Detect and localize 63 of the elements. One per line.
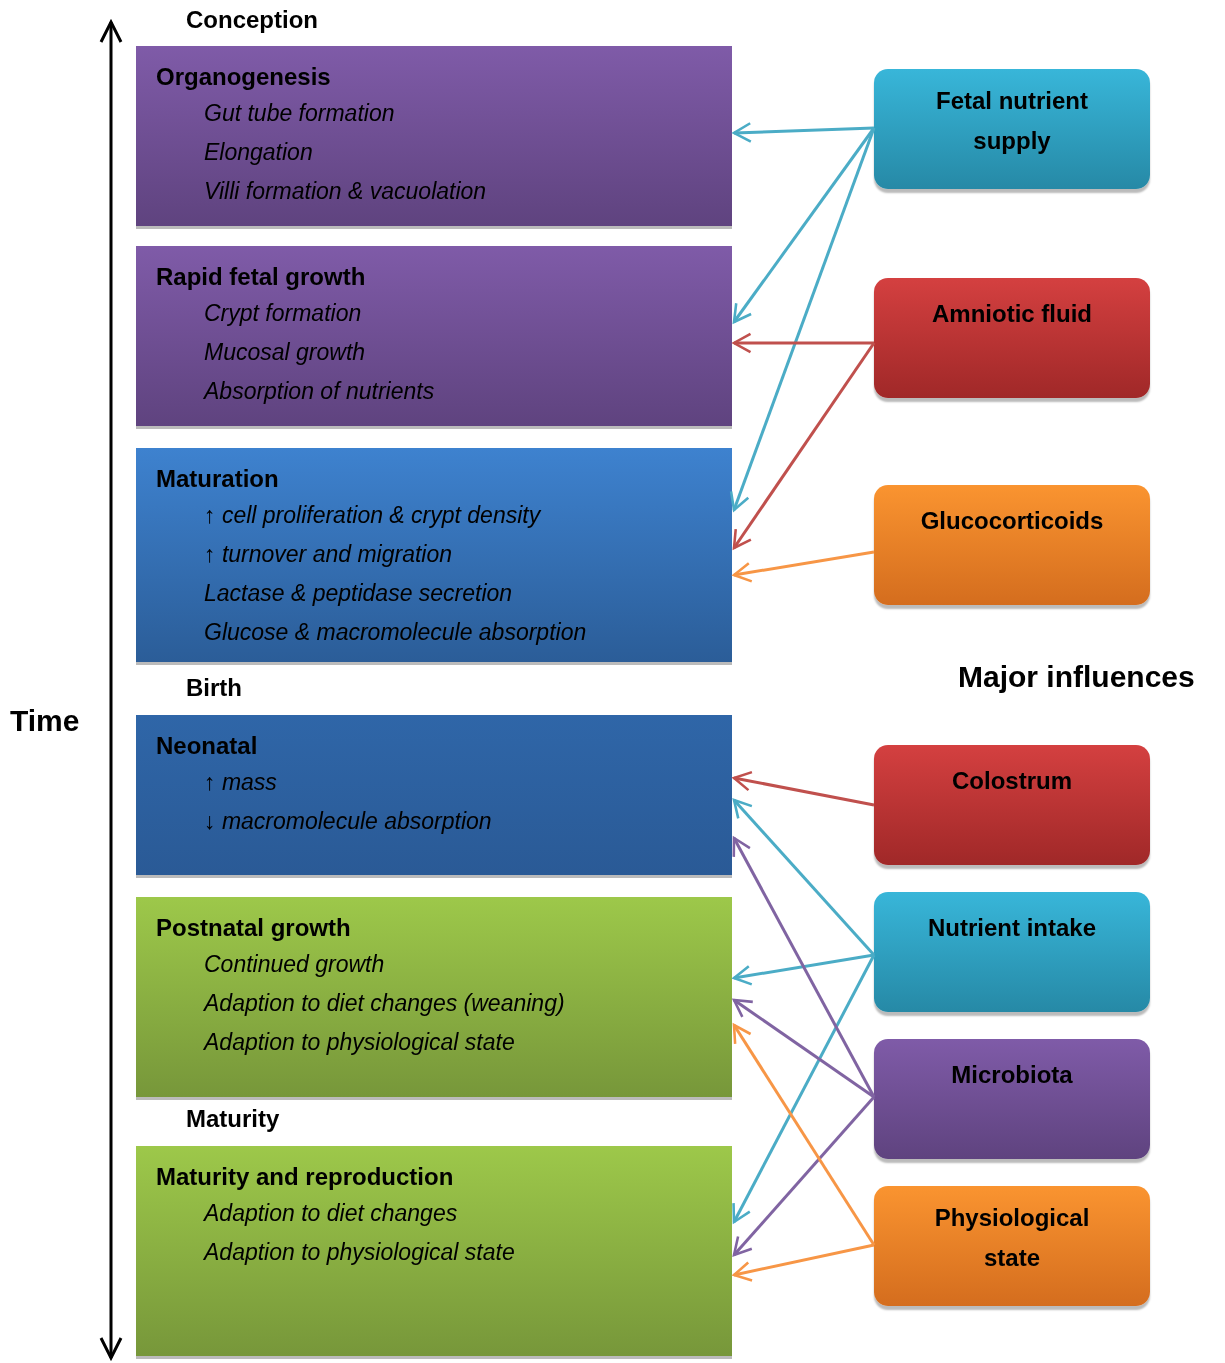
stage-box (136, 715, 732, 875)
influence-box (874, 1186, 1150, 1306)
arrow (732, 770, 875, 807)
influence-label: Amniotic fluid (931, 299, 1093, 329)
stage-title: Organogenesis (156, 62, 331, 92)
arrow (732, 332, 874, 354)
stage-title: Rapid fetal growth (156, 262, 366, 292)
stage-box (136, 46, 732, 226)
stage-item: ↓ macromolecule absorption (204, 807, 492, 836)
arrow (732, 121, 875, 143)
stage-title: Neonatal (156, 731, 258, 761)
arrow (732, 798, 876, 956)
stage-box (136, 246, 732, 426)
section-heading: Major influences (958, 660, 1195, 694)
arrow (732, 1243, 875, 1282)
arrow (732, 1096, 876, 1257)
stage-item: Adaption to physiological state (204, 1028, 515, 1057)
influence-label: Microbiota (950, 1060, 1074, 1090)
arrow (732, 1023, 876, 1246)
influence-box (874, 485, 1150, 605)
stage-item: Mucosal growth (204, 338, 366, 367)
milestone-label: Birth (186, 674, 242, 702)
influence-label: Glucocorticoids (919, 506, 1105, 536)
influence-label: Colostrum (951, 766, 1073, 796)
influence-label: Nutrient intake (927, 913, 1097, 943)
influence-box (874, 745, 1150, 865)
stage-title: Maturation (156, 464, 279, 494)
arrow (732, 953, 875, 986)
arrow (732, 127, 876, 324)
arrow (732, 550, 875, 583)
stage-item: ↑ mass (204, 768, 277, 797)
stage-item: Lactase & peptidase secretion (204, 579, 513, 608)
stage-title: Postnatal growth (156, 913, 351, 943)
influence-box (874, 1039, 1150, 1159)
stage-box (136, 448, 732, 662)
stage-title: Maturity and reproduction (156, 1162, 454, 1192)
milestone-label: Conception (186, 6, 318, 34)
axis-label: Time (10, 704, 80, 738)
stage-item: Crypt formation (204, 299, 362, 328)
influence-label: Physiological state (933, 1203, 1091, 1273)
stage-item: Elongation (204, 138, 313, 167)
influence-label: Fetal nutrient supply (935, 86, 1089, 156)
stage-item: Glucose & macromolecule absorption (204, 618, 587, 647)
stage-item: ↑ cell proliferation & crypt density (204, 501, 541, 530)
influence-box (874, 892, 1150, 1012)
stage-item: Adaption to diet changes (204, 1199, 458, 1228)
arrow (732, 836, 876, 1098)
stage-item: Absorption of nutrients (204, 377, 435, 406)
stage-item: Adaption to diet changes (weaning) (204, 989, 565, 1018)
stage-box (136, 1146, 732, 1356)
arrow (732, 342, 876, 550)
influence-box (874, 69, 1150, 189)
arrow (732, 998, 875, 1099)
stage-item: Gut tube formation (204, 99, 395, 128)
arrow (729, 127, 876, 512)
arrow (732, 954, 876, 1224)
stage-box (136, 897, 732, 1097)
stage-item: Continued growth (204, 950, 385, 979)
stage-item: ↑ turnover and migration (204, 540, 452, 569)
influence-box (874, 278, 1150, 398)
stage-item: Villi formation & vacuolation (204, 177, 487, 206)
stage-item: Adaption to physiological state (204, 1238, 515, 1267)
milestone-label: Maturity (186, 1105, 280, 1133)
